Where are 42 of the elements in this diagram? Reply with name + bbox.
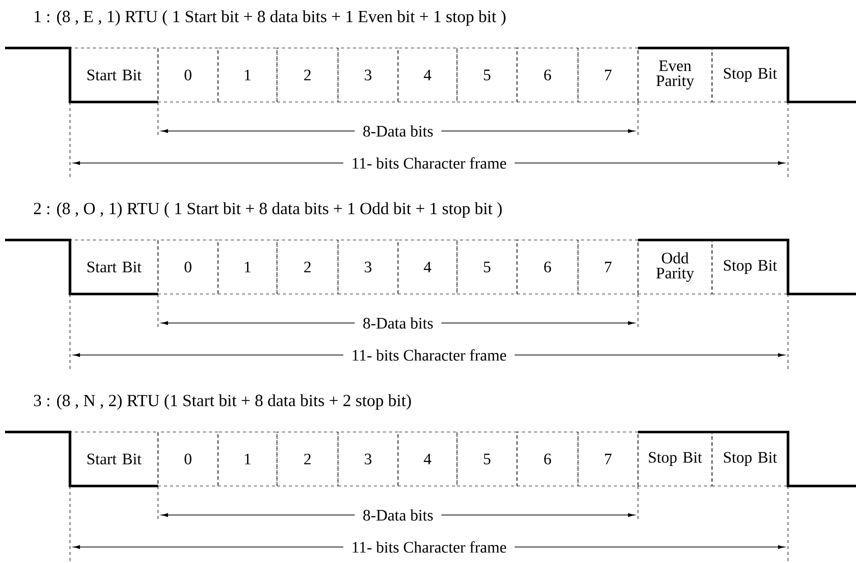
bit-cell: 1: [218, 48, 278, 102]
bit-cell: 7: [578, 240, 638, 294]
bit-cell: Stop Bit: [712, 48, 788, 102]
bit-cell: 1: [218, 240, 278, 294]
bit-cell: Start Bit: [70, 432, 158, 486]
dimension-label: 8-Data bits: [354, 316, 442, 330]
frame-heading: 3 : (8 , N , 2) RTU (1 Start bit + 8 data bits + 2 stop bit): [34, 394, 411, 410]
dimension-label: 11- bits Character frame: [343, 156, 515, 170]
bit-cell: 5: [456, 240, 518, 294]
bit-cell: 2: [276, 432, 338, 486]
bit-cell: 6: [516, 48, 578, 102]
bit-cell: 0: [158, 240, 218, 294]
dimension-label: 11- bits Character frame: [343, 540, 515, 554]
bit-cell: Start Bit: [70, 48, 158, 102]
bit-cell: 2: [276, 240, 338, 294]
bit-cell: 3: [338, 240, 398, 294]
bit-cell: Even Parity: [638, 48, 712, 102]
bit-cell: Odd Parity: [638, 240, 712, 294]
bit-cell: Stop Bit: [712, 432, 788, 486]
dimension-label: 11- bits Character frame: [343, 348, 515, 362]
bit-cell: 1: [218, 432, 278, 486]
bit-cell: 4: [398, 240, 458, 294]
bit-cell: 5: [456, 432, 518, 486]
bit-cell: 5: [456, 48, 518, 102]
bit-cell: 7: [578, 48, 638, 102]
bit-cell: Start Bit: [70, 240, 158, 294]
bit-cell: 4: [398, 48, 458, 102]
bit-cell: 0: [158, 48, 218, 102]
dimension-label: 8-Data bits: [354, 124, 442, 138]
bit-cell: 6: [516, 240, 578, 294]
bit-cell: 4: [398, 432, 458, 486]
bit-cell: Stop Bit: [638, 432, 712, 486]
bit-cell: 3: [338, 432, 398, 486]
bit-cell: Stop Bit: [712, 240, 788, 294]
frame-heading: 1 : (8 , E , 1) RTU ( 1 Start bit + 8 data bits + 1 Even bit + 1 stop bit ): [34, 10, 506, 26]
bit-cell: 2: [276, 48, 338, 102]
bit-cell: 3: [338, 48, 398, 102]
bit-cell: 0: [158, 432, 218, 486]
bit-cell: 6: [516, 432, 578, 486]
dimension-label: 8-Data bits: [354, 508, 442, 522]
bit-cell: 7: [578, 432, 638, 486]
frame-heading: 2 : (8 , O , 1) RTU ( 1 Start bit + 8 data bits + 1 Odd bit + 1 stop bit ): [34, 202, 502, 218]
